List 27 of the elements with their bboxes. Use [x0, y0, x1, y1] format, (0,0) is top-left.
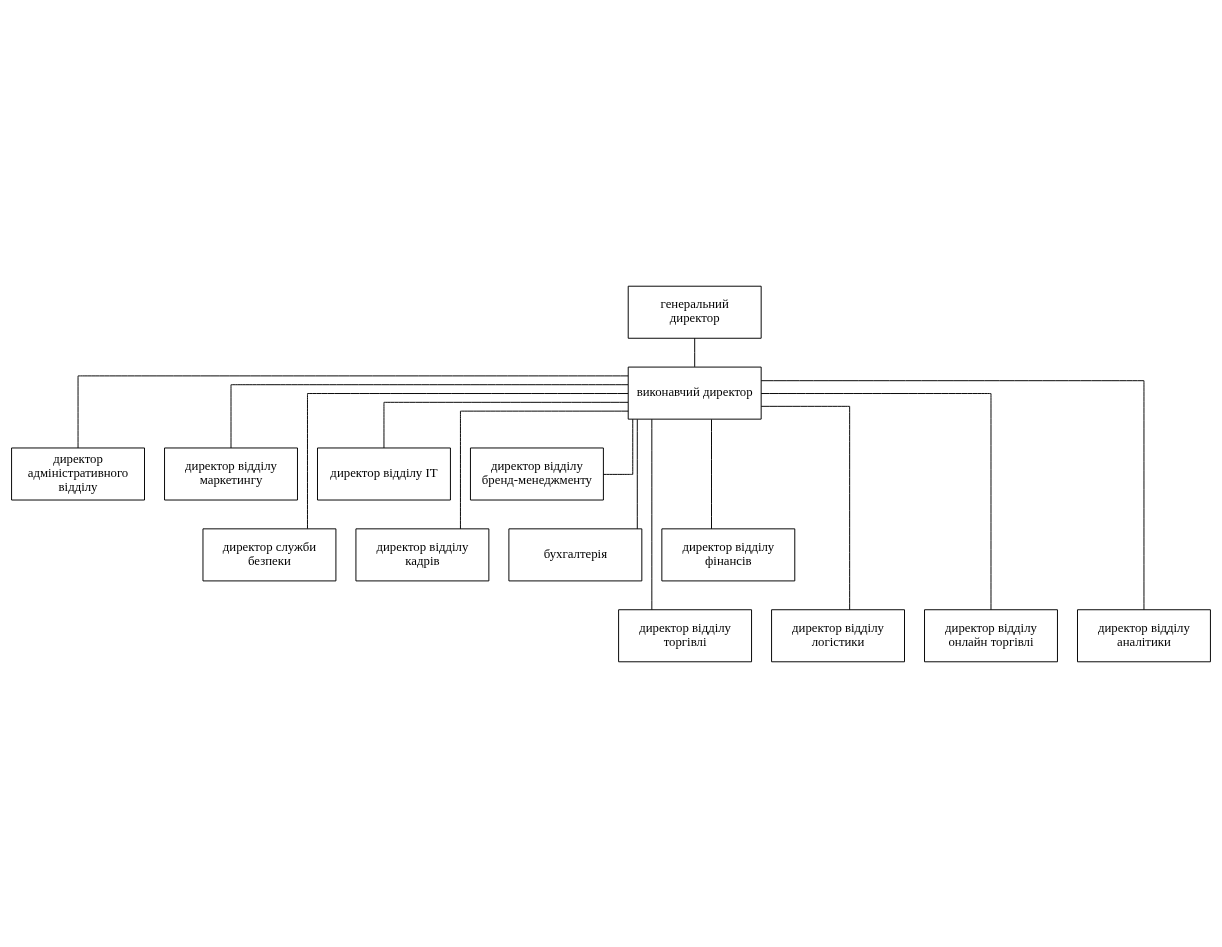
node-box: директор відділу аналітики [1077, 608, 1211, 662]
node-box: директор відділу фінансів [661, 527, 796, 581]
node-box: директор відділу онлайн торгівлі [924, 608, 1058, 662]
connector [760, 379, 1145, 610]
node-box: бухгалтерія [508, 527, 643, 581]
connector [383, 401, 629, 448]
connector [711, 418, 712, 529]
node-box: генеральний директор [627, 285, 762, 339]
node-box: директор адміністративного відділу [11, 447, 145, 500]
connector [603, 418, 634, 475]
connector [307, 392, 629, 529]
connector [760, 405, 851, 610]
node-box: директор відділу маркетингу [164, 447, 298, 500]
node-box: директор відділу кадрів [355, 527, 490, 581]
connector [230, 383, 629, 448]
connector [636, 418, 638, 529]
node-box: директор відділу IT [317, 447, 451, 500]
node-box: виконавчий директор [627, 366, 762, 420]
connector [77, 374, 629, 448]
node-box: директор відділу бренд-менеджменту [469, 447, 604, 500]
node-box: директор відділу торгівлі [618, 608, 753, 662]
connector [459, 410, 629, 529]
connector [694, 337, 696, 367]
node-box: директор відділу логістики [771, 608, 905, 662]
node-box: директор служби безпеки [202, 527, 337, 581]
connector [760, 392, 992, 610]
connector [651, 418, 653, 610]
